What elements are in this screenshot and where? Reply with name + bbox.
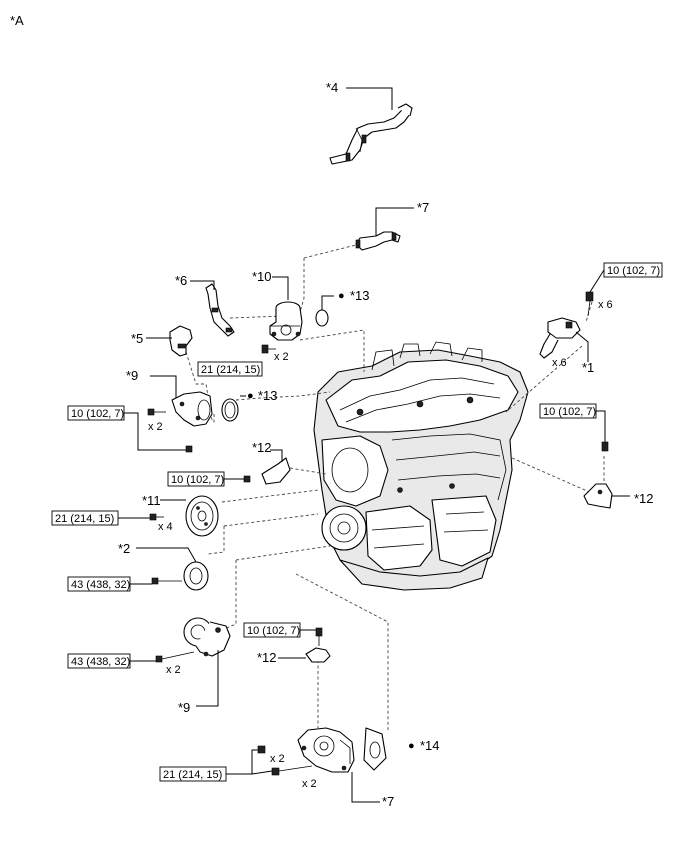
qty-coil: x 6 (552, 357, 567, 369)
torque-pulley: 21 (214, 15) (55, 513, 114, 525)
torque-pump: 21 (214, 15) (163, 769, 222, 781)
cover-bolt (243, 475, 251, 483)
thermostat-bolt (147, 408, 155, 416)
callout-5: *5 (131, 331, 143, 346)
gasket-top (315, 309, 329, 327)
water-pump (297, 727, 355, 773)
bracket-bolt (315, 627, 323, 637)
callout-12-bottom: *12 (257, 650, 277, 665)
engine-block (313, 341, 529, 591)
torque-right-mid: 10 (102, 7) (543, 406, 596, 418)
qty-tensioner: x 2 (166, 664, 181, 676)
torque-idler: 43 (438, 32) (71, 579, 130, 591)
callout-9-bottom: *9 (178, 700, 190, 715)
leader-c9-top (150, 375, 177, 398)
leader-pump-nut (226, 749, 258, 775)
water-pump-pulley (185, 495, 219, 537)
leader-c1 (575, 331, 589, 362)
callout-9-top: *9 (126, 368, 138, 383)
figure-label: *A (10, 13, 24, 28)
hose-6 (205, 283, 235, 337)
leader-c10 (272, 276, 289, 300)
callout-12-left: *12 (252, 440, 272, 455)
callout-6: *6 (175, 273, 187, 288)
leader-c13-top (321, 295, 334, 310)
qty-outlet: x 2 (148, 421, 163, 433)
bullet-14: ● (408, 740, 415, 752)
leader-c4 (346, 87, 393, 110)
qty-right-bolt: x 6 (598, 299, 613, 311)
water-outlet (269, 301, 303, 341)
callout-2: *2 (118, 541, 130, 556)
callout-13-top: *13 (350, 288, 370, 303)
leader-c2 (136, 547, 197, 563)
torque-tensioner: 43 (438, 32) (71, 656, 130, 668)
leader-c6 (190, 280, 215, 290)
torque-right-top: 10 (102, 7) (607, 265, 660, 277)
idler-bolt (151, 577, 159, 585)
callout-12-right: *12 (634, 491, 654, 506)
coil-bolt (585, 291, 594, 302)
qty-pulley: x 4 (158, 521, 173, 533)
leader-bracket-right (596, 410, 606, 442)
qty-thermo: x 2 (274, 351, 289, 363)
tensioner-bolt (155, 655, 163, 663)
callout-11: *11 (142, 493, 161, 508)
torque-thermo-bolt: 21 (214, 15) (201, 364, 260, 376)
callout-1: *1 (582, 360, 594, 375)
cover-12-left (261, 457, 291, 485)
bracket-right-bolt (601, 441, 609, 452)
callout-7-top: *7 (417, 200, 429, 215)
pulley-bolt (149, 513, 157, 521)
torque-thermostat: 10 (102, 7) (71, 408, 124, 420)
pump-nut (257, 745, 266, 754)
leader-thermo-nut (124, 412, 186, 451)
qty-pump-nut: x 2 (270, 753, 285, 765)
callout-4: *4 (326, 80, 338, 95)
leader-c7-bottom (351, 772, 380, 803)
callout-7-bottom: *7 (382, 794, 394, 809)
bullet-13-top: ● (338, 290, 345, 302)
leader-c12-left (270, 449, 283, 462)
thermostat-housing (171, 391, 213, 453)
torque-box-thermo-bolt (197, 361, 263, 377)
torque-bracket: 10 (102, 7) (247, 625, 300, 637)
outlet-bolt (261, 344, 276, 354)
torque-cover: 10 (102, 7) (171, 474, 224, 486)
callout-10: *10 (252, 269, 272, 284)
callout-13-mid: *13 (258, 388, 278, 403)
leader-c7-top (375, 207, 414, 236)
belt-tensioner (183, 617, 231, 657)
water-bypass-hose (329, 103, 413, 165)
bullet-13-mid: ● (247, 390, 254, 402)
idler-pulley (183, 561, 209, 591)
pump-bolt (271, 767, 280, 776)
leader-c9-bottom (196, 650, 219, 707)
ignition-coil (539, 317, 581, 359)
hose-5 (169, 325, 193, 357)
qty-pump-bolt: x 2 (302, 778, 317, 790)
pump-gasket (363, 727, 387, 771)
callout-14: *14 (420, 738, 440, 753)
bracket-12-right (583, 483, 613, 509)
bracket-12-bottom (305, 647, 331, 663)
water-hose-top (355, 231, 401, 251)
